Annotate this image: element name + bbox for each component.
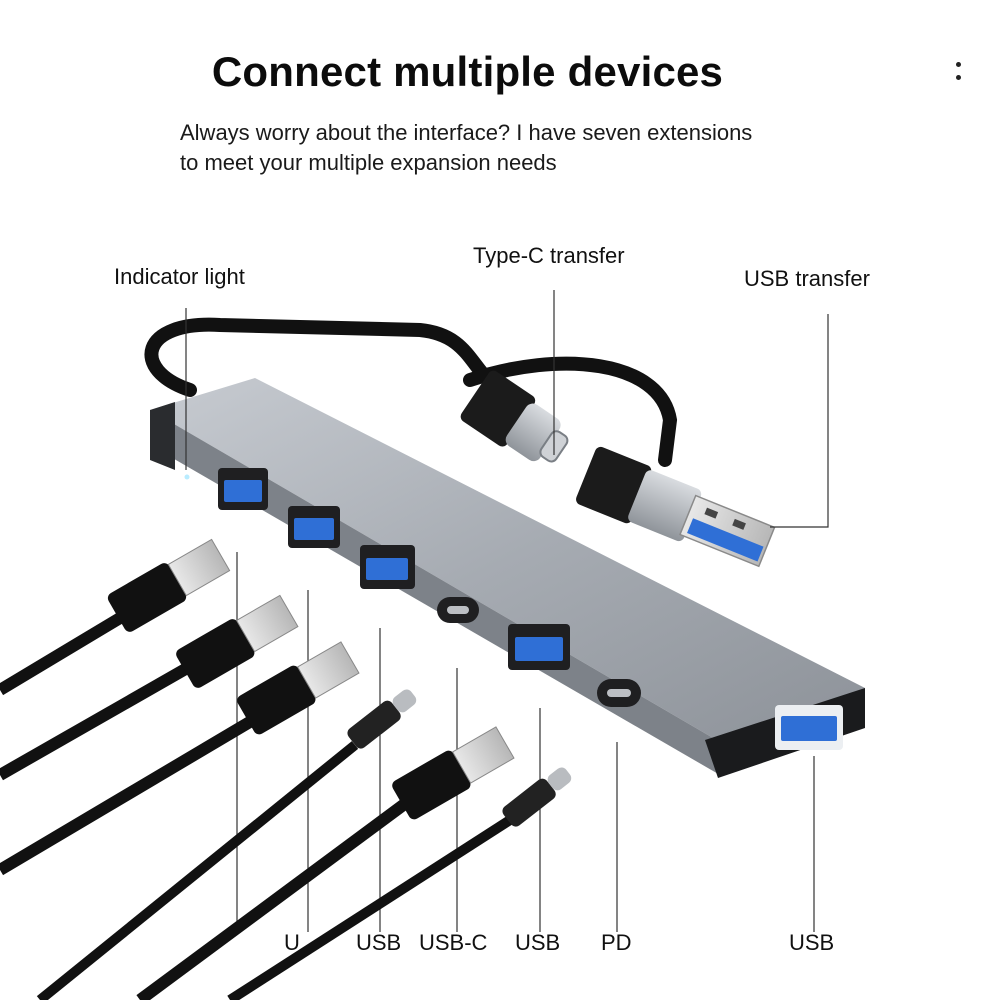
usbc-cable-1 [36, 689, 417, 1000]
hub-port-usbc [437, 597, 479, 623]
hub-port-pd [597, 679, 641, 707]
port-label-usbc: USB-C [419, 930, 488, 955]
port-label-usb-3: USB [789, 930, 835, 955]
usb-cable-3 [0, 641, 360, 876]
callout-indicator-light: Indicator light [114, 264, 245, 289]
type-c-plug [460, 370, 569, 463]
hub-port-usb-2 [288, 506, 340, 548]
subtitle-line-2: to meet your multiple expansion needs [180, 150, 557, 175]
leader-lines [185, 290, 829, 932]
usb-cable-4 [136, 726, 515, 1000]
subtitle-line-1: Always worry about the interface? I have… [180, 120, 753, 145]
hub-port-usb-3 [360, 545, 415, 589]
more-vertical-icon[interactable] [950, 62, 966, 92]
usb-a-plug [576, 446, 776, 568]
callout-type-c-transfer: Type-C transfer [473, 243, 625, 268]
hub-port-usb-1 [218, 468, 268, 510]
usbc-cable-2 [227, 767, 572, 1000]
port-label-usb-1: USB [356, 930, 402, 955]
hub-port-usb-4 [508, 624, 570, 670]
hub-cable-right [463, 356, 678, 467]
port-label-usb-2: USB [515, 930, 561, 955]
hub-cable-left [144, 317, 507, 397]
port-label-pd: PD [601, 930, 632, 955]
usb-cable-1 [0, 538, 231, 696]
indicator-light [184, 474, 190, 480]
port-label-1: U [284, 930, 300, 955]
callout-usb-transfer: USB transfer [744, 266, 870, 291]
usb-cable-2 [0, 594, 299, 781]
hub-port-usb-end [775, 705, 843, 750]
page-title: Connect multiple devices [211, 48, 724, 95]
